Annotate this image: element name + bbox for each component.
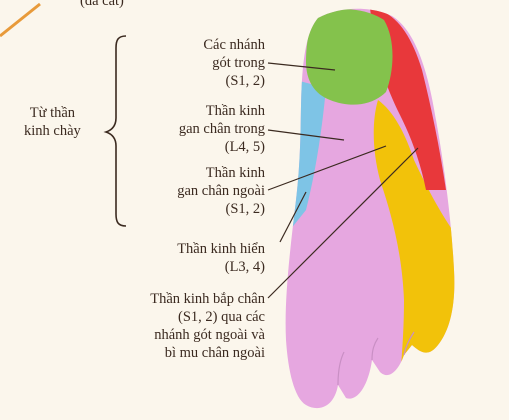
cut-label: (đã cắt)	[80, 0, 124, 10]
label-saphenous: Thần kinh hiển (L3, 4)	[177, 240, 265, 276]
cut-label-text: (đã cắt)	[80, 0, 124, 9]
nerve-stub	[0, 2, 41, 38]
label-line: Thần kinh hiển	[177, 241, 265, 257]
group-label-line: kinh chày	[24, 123, 81, 139]
label-line: gan chân ngoài	[177, 183, 265, 199]
group-label-tibial: Từ thần kinh chày	[24, 104, 81, 140]
label-medial-plantar: Thần kinh gan chân trong (L4, 5)	[179, 102, 265, 156]
label-line: (L3, 4)	[224, 259, 265, 275]
medial-calcaneal-region	[306, 9, 393, 105]
leader-sural	[267, 147, 419, 299]
label-line: (S1, 2)	[225, 73, 265, 89]
label-sural: Thần kinh bắp chân (S1, 2) qua các nhánh…	[150, 290, 265, 362]
group-label-line: Từ thần	[29, 105, 76, 121]
label-line: (S1, 2) qua các	[178, 309, 265, 325]
leader-medial-calcaneal	[267, 62, 336, 71]
label-line: Các nhánh	[203, 37, 265, 53]
leader-saphenous	[279, 191, 307, 243]
label-lateral-plantar: Thần kinh gan chân ngoài (S1, 2)	[177, 164, 265, 218]
label-line: (S1, 2)	[225, 201, 265, 217]
label-line: nhánh gót ngoài và	[154, 327, 265, 343]
label-medial-calcaneal: Các nhánh gót trong (S1, 2)	[203, 36, 265, 90]
label-line: bì mu chân ngoài	[164, 345, 265, 361]
toe-lines	[337, 331, 415, 386]
leader-medial-plantar	[267, 129, 345, 141]
label-line: gan chân trong	[178, 121, 265, 137]
group-bracket	[103, 35, 127, 227]
label-line: Thần kinh bắp chân	[150, 291, 265, 307]
label-line: Thần kinh	[205, 165, 265, 181]
leader-lateral-plantar	[267, 145, 387, 191]
medial-plantar-region	[373, 100, 455, 409]
label-line: (L4, 5)	[224, 139, 265, 155]
label-line: Thần kinh	[205, 103, 265, 119]
label-line: gót trong	[212, 55, 265, 71]
